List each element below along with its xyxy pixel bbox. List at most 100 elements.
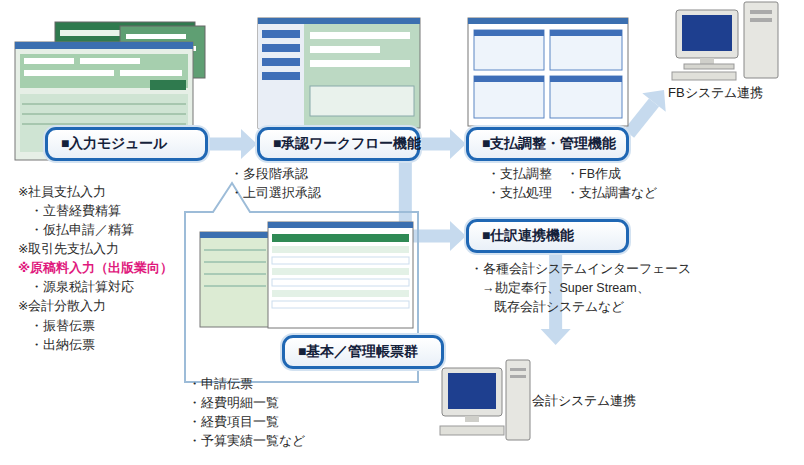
illustration-shape <box>120 70 182 76</box>
list-label: ・多段階承認 <box>230 166 308 183</box>
illustration-shape <box>272 290 409 297</box>
list-label: ・経費明細一覧 <box>188 395 279 412</box>
illustration-shape <box>80 58 140 64</box>
node-text: ■仕訳連携機能 <box>482 227 574 245</box>
illustration-shape <box>24 70 114 76</box>
illustration-shape <box>15 42 193 160</box>
list-label: ・上司選択承認 <box>230 185 321 202</box>
illustration-shape <box>150 80 186 90</box>
illustration-shape <box>672 72 736 80</box>
illustration-shape <box>310 86 414 116</box>
illustration-shape <box>204 250 266 251</box>
node-text: 会計システム連携 <box>532 392 636 410</box>
list-label: ・出納伝票 <box>30 337 95 354</box>
illustration-shape <box>272 301 409 308</box>
flow-arrow <box>208 129 257 159</box>
illustration-shape <box>204 286 266 287</box>
arrow-shaft <box>629 102 654 133</box>
illustration-shape <box>468 18 628 126</box>
illustration-shape <box>60 30 120 36</box>
list-label: ・支払調整 <box>487 166 552 183</box>
illustration-shape <box>510 375 526 378</box>
workflow-box: ■承認ワークフロー機能 <box>257 127 420 161</box>
list-label: 既存会計システムなど <box>494 299 624 316</box>
illustration-shape <box>258 18 420 128</box>
illustration-shape <box>126 34 186 39</box>
node-text: FBシステム連携 <box>668 84 763 102</box>
computer-icon-accounting <box>440 360 530 440</box>
list-label: ※社員支払入力 <box>18 184 106 201</box>
illustration-shape <box>272 246 409 253</box>
arrow-head <box>450 221 466 251</box>
arrow-head <box>541 329 571 345</box>
illustration-shape <box>465 416 479 422</box>
list-label: ・予算実績一覧など <box>188 433 305 450</box>
illustration-shape <box>744 2 778 78</box>
list-label: →勘定奉行、Super Stream、 <box>482 280 650 297</box>
illustration-shape <box>258 18 420 24</box>
fb-system-node: FBシステム連携 <box>664 4 776 104</box>
screenshot-workflow <box>258 18 420 128</box>
illustration-shape <box>700 58 714 64</box>
illustration-shape <box>506 360 530 440</box>
illustration-shape <box>442 368 502 416</box>
illustration-shape <box>682 15 732 51</box>
node-text: ■承認ワークフロー機能 <box>273 135 421 153</box>
illustration-shape <box>272 257 409 264</box>
illustration-shape <box>550 30 622 70</box>
list-label: ・支払調書など <box>566 185 657 202</box>
illustration-shape <box>474 76 544 82</box>
arrow-head <box>450 129 466 159</box>
illustration-shape <box>262 72 300 80</box>
illustration-shape <box>750 18 772 22</box>
illustration-shape <box>262 58 300 66</box>
illustration-shape <box>24 58 74 64</box>
illustration-shape <box>550 76 622 118</box>
illustration-shape <box>272 234 409 242</box>
payment-box: ■支払調整・管理機能 <box>466 127 629 161</box>
list-label: ※会計分散入力 <box>18 298 106 315</box>
illustration-shape <box>268 222 413 228</box>
illustration-shape <box>474 30 544 70</box>
illustration-shape <box>550 76 622 82</box>
screenshot-reports <box>200 222 413 328</box>
illustration-shape <box>550 30 622 36</box>
list-label: ・支払処理 <box>487 185 552 202</box>
arrow-shaft <box>420 138 450 151</box>
illustration-shape <box>440 426 504 435</box>
list-label: ・振替伝票 <box>30 318 95 335</box>
input-module-box: ■入力モジュール <box>45 127 208 161</box>
flow-arrow <box>420 129 466 159</box>
list-label: ・立替経費精算 <box>30 203 121 220</box>
illustration-shape <box>468 18 628 24</box>
illustration-shape <box>204 262 266 263</box>
node-text: ■支払調整・管理機能 <box>482 135 616 153</box>
illustration-shape <box>258 24 304 128</box>
arrow-shaft <box>208 138 241 151</box>
flow-arrow <box>629 90 666 134</box>
node-text: ■基本／管理帳票群 <box>298 343 418 361</box>
illustration-shape <box>510 368 526 371</box>
list-label: ・源泉税計算対応 <box>30 279 134 296</box>
illustration-shape <box>204 274 266 275</box>
illustration-shape <box>22 124 186 125</box>
illustration-shape <box>310 32 410 39</box>
accounting-system-node: 会計システム連携 <box>440 345 654 445</box>
illustration-shape <box>474 76 544 118</box>
list-label: ・経費項目一覧 <box>188 414 279 431</box>
list-label: ※取引先支払入力 <box>18 241 119 258</box>
illustration-shape <box>22 114 186 115</box>
illustration-shape <box>15 42 193 49</box>
illustration-shape <box>310 46 380 53</box>
illustration-shape <box>684 64 734 69</box>
journal-box: ■仕訳連携機能 <box>466 219 629 253</box>
arrow-head <box>642 90 665 112</box>
illustration-shape <box>272 268 409 275</box>
illustration-shape <box>750 10 772 14</box>
illustration-shape <box>272 279 409 286</box>
list-label: ※原稿料入力（出版業向） <box>18 260 173 277</box>
computer-icon-fb <box>672 2 778 80</box>
list-label: ・申請伝票 <box>188 376 253 393</box>
list-label: ・仮払申請／精算 <box>30 222 134 239</box>
